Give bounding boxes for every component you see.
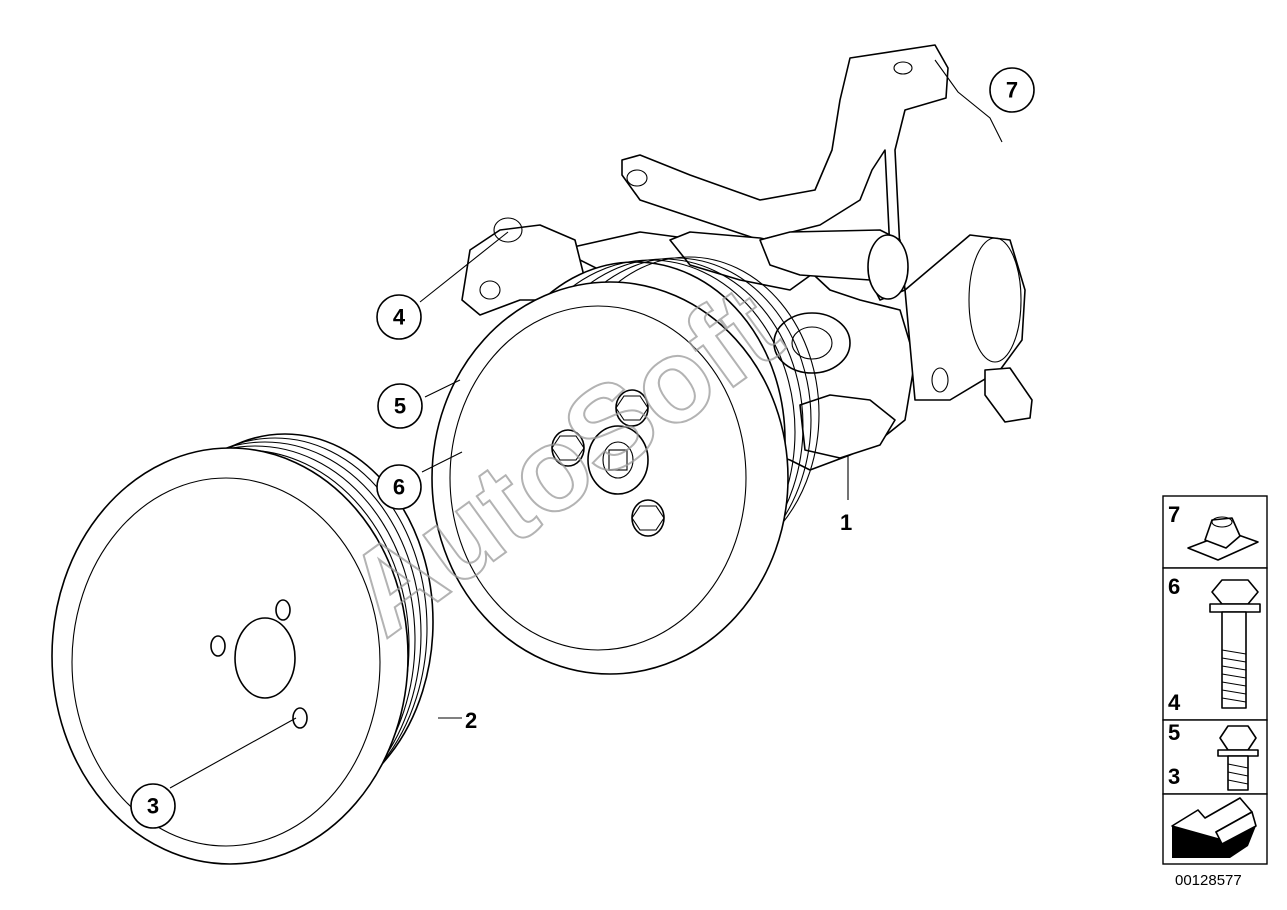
clip-nut-icon [1187, 516, 1259, 561]
callout-7-label: 7 [1006, 78, 1018, 103]
legend-row-1-number: 7 [1168, 502, 1180, 527]
leader-lines [169, 59, 1003, 789]
document-number: 00128577 [1175, 872, 1242, 889]
long-hex-bolt-icon [1209, 579, 1261, 709]
legend-row-3-number-top: 5 [1168, 720, 1180, 745]
callout-4-label: 4 [393, 305, 406, 330]
callout-6: 6 [376, 464, 422, 510]
callout-4: 4 [376, 294, 422, 340]
short-hex-bolt-icon [1217, 725, 1259, 791]
callout-5: 5 [377, 383, 423, 429]
pulley-hub-bolts [551, 389, 665, 537]
label-2: 2 [465, 708, 477, 733]
direction-arrow-icon [1171, 797, 1257, 858]
mounted-pulley [431, 256, 820, 675]
callout-5-label: 5 [394, 394, 406, 419]
callout-6-label: 6 [393, 475, 405, 500]
loose-pulley [51, 433, 434, 865]
legend-row-2-number-bottom: 4 [1168, 690, 1181, 715]
callout-7: 7 [989, 67, 1035, 113]
callout-3: 3 [130, 783, 176, 829]
callout-3-label: 3 [147, 794, 159, 819]
legend-row-3-number-bottom: 3 [1168, 764, 1180, 789]
legend-row-2-number-top: 6 [1168, 574, 1180, 599]
legend-panel: 7 6 4 5 3 [1162, 495, 1268, 865]
label-1: 1 [840, 510, 852, 535]
